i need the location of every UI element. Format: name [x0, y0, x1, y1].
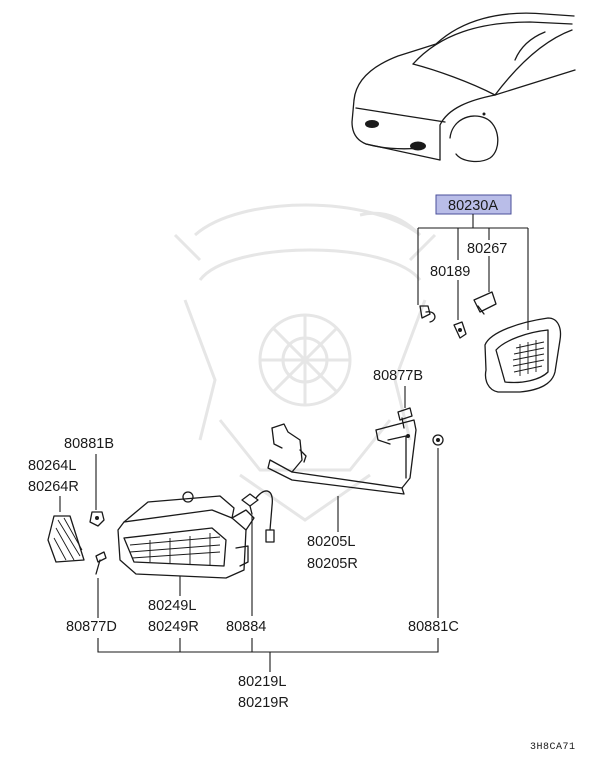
label-80205l[interactable]: 80205L — [307, 534, 355, 550]
side-lens-part — [47, 515, 85, 563]
clip-part — [419, 305, 436, 323]
label-80219r[interactable]: 80219R — [238, 695, 289, 711]
label-80189[interactable]: 80189 — [430, 264, 470, 280]
set-bracket-lines — [97, 638, 439, 672]
screw-lower-part — [95, 551, 107, 575]
label-80219l[interactable]: 80219L — [238, 674, 286, 690]
bulb-part — [453, 321, 467, 339]
label-80267[interactable]: 80267 — [467, 241, 507, 257]
fog-lamp-part — [117, 491, 255, 579]
label-80877b[interactable]: 80877B — [373, 368, 423, 384]
mounting-bracket-part — [267, 419, 417, 495]
label-80205r[interactable]: 80205R — [307, 556, 358, 572]
socket-wire-part — [241, 490, 275, 543]
label-80881b[interactable]: 80881B — [64, 436, 114, 452]
diagram-code: 3H8CA71 — [530, 742, 576, 753]
side-marker-lamp — [484, 317, 562, 393]
car-outline-illustration — [351, 12, 576, 163]
label-80230a[interactable]: 80230A — [448, 198, 498, 214]
label-80249r[interactable]: 80249R — [148, 619, 199, 635]
bracket-small-part — [473, 291, 497, 315]
label-80249l[interactable]: 80249L — [148, 598, 196, 614]
leader-lines-80230a — [417, 214, 529, 330]
label-80264r[interactable]: 80264R — [28, 479, 79, 495]
nut-left-part — [89, 511, 105, 527]
label-80881c[interactable]: 80881C — [408, 619, 459, 635]
label-80264l[interactable]: 80264L — [28, 458, 76, 474]
label-80884[interactable]: 80884 — [226, 619, 266, 635]
nut-right-part — [432, 434, 444, 446]
watermark-emblem — [173, 203, 437, 522]
label-80877d[interactable]: 80877D — [66, 619, 117, 635]
